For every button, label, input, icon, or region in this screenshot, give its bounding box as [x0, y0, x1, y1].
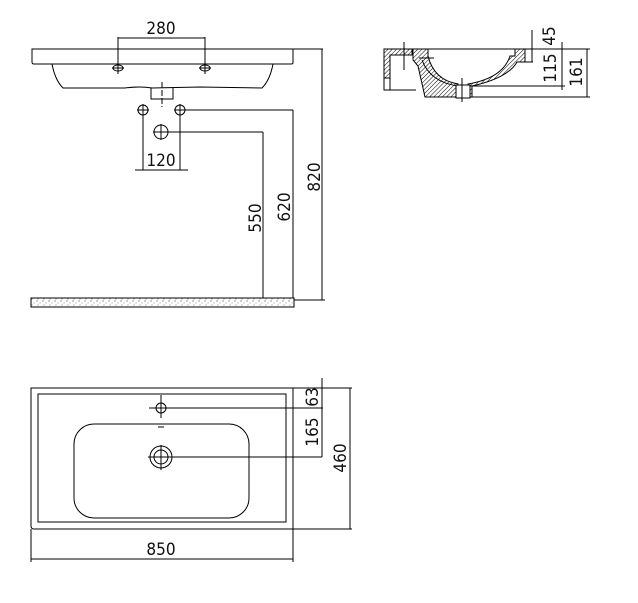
plan-outer-outline — [30, 387, 294, 530]
dim-rim-depth-label: 45 — [540, 26, 560, 45]
dim-drain-height-label: 550 — [246, 203, 266, 232]
plan-view — [30, 378, 352, 562]
section-back-wall — [383, 48, 413, 79]
dim-pipe-spacing-label: 120 — [146, 151, 175, 171]
plan-inner-rim — [37, 393, 287, 523]
section-bowl-bottom — [421, 59, 459, 87]
basin-top-outline — [31, 48, 294, 65]
basin-bowl-outline — [51, 63, 274, 89]
plan-tap-hole-icon — [149, 395, 170, 428]
plan-drain-icon — [148, 445, 174, 470]
dim-total-height-label: 161 — [567, 57, 587, 86]
section-drain — [455, 84, 471, 99]
dim-width-label: 850 — [146, 540, 175, 560]
dim-bowl-depth-label: 115 — [541, 53, 561, 82]
side-section-view — [383, 30, 590, 102]
dim-tap-spacing-label: 280 — [146, 19, 175, 39]
dim-depth-label: 460 — [331, 443, 351, 472]
section-bowl-wall — [412, 48, 459, 98]
supply-pipe-left-icon — [137, 104, 149, 116]
supply-pipe-right-icon — [174, 104, 186, 116]
drain-pipe-icon — [153, 124, 169, 140]
front-elevation-view — [31, 37, 325, 301]
dim-supply-height-label: 620 — [275, 192, 295, 221]
section-front-rim — [467, 48, 526, 98]
dim-drain-offset-label: 165 — [303, 417, 323, 446]
plan-bowl-outline — [73, 423, 250, 519]
dim-tap-offset-label: 63 — [303, 387, 323, 406]
floor-surface — [30, 297, 295, 308]
dim-basin-height-label: 820 — [305, 162, 325, 191]
